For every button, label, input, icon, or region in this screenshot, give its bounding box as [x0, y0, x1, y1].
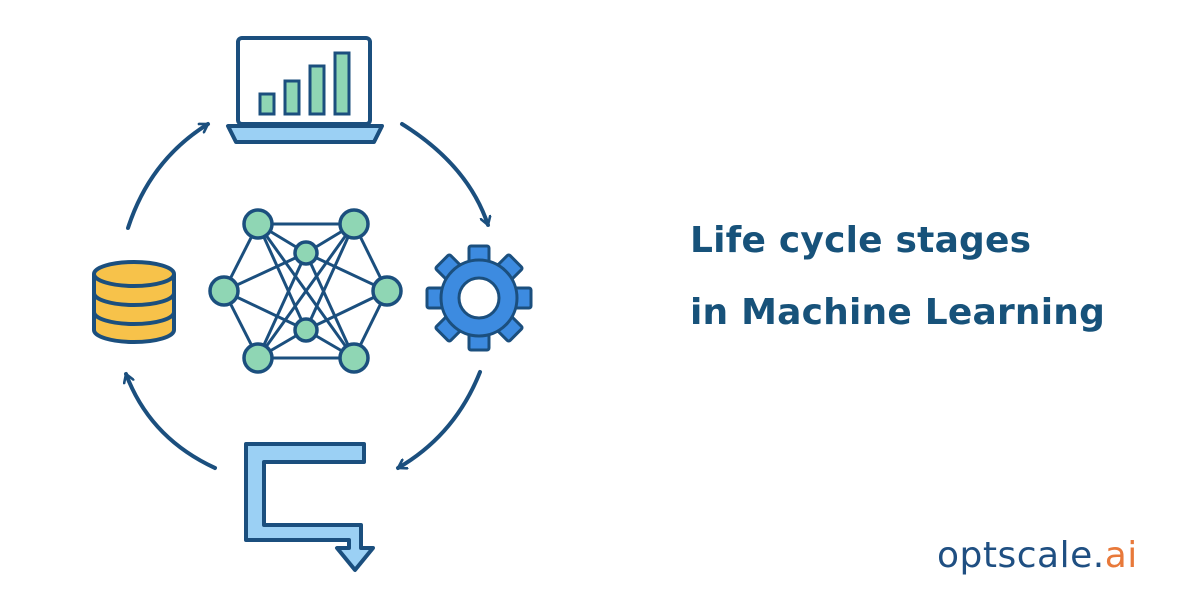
brand-name: optscale. — [937, 535, 1105, 576]
network-node — [293, 240, 319, 266]
brand-tld: ai — [1104, 535, 1138, 576]
laptop-chart-icon — [226, 36, 384, 144]
brand-logo: optscale.ai — [937, 528, 1138, 584]
gear-icon — [425, 244, 533, 352]
arrow-data-to-monitor — [126, 122, 210, 230]
network-node — [293, 317, 319, 343]
network-node — [371, 275, 403, 307]
title-line-2: in Machine Learning — [690, 292, 1106, 333]
database-icon — [92, 260, 176, 344]
neural-network-icon — [208, 208, 403, 374]
arrow-deploy-to-data — [126, 372, 217, 470]
ml-lifecycle-diagram — [92, 36, 533, 572]
page-title: Life cycle stages in Machine Learning — [690, 205, 1190, 349]
cycle-arrows — [126, 122, 488, 470]
deploy-arrow-icon — [244, 442, 375, 572]
network-node — [338, 342, 370, 374]
network-node — [338, 208, 370, 240]
network-node — [242, 342, 274, 374]
network-node — [242, 208, 274, 240]
arrow-monitor-to-train — [400, 122, 488, 227]
title-line-1: Life cycle stages — [690, 220, 1032, 261]
arrow-train-to-deploy — [396, 370, 482, 470]
network-node — [208, 275, 240, 307]
